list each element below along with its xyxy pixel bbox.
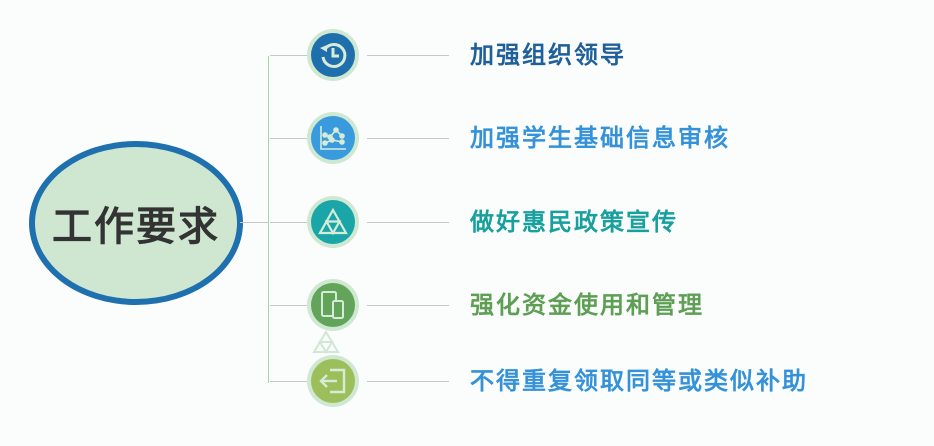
sign-in-icon (311, 359, 355, 403)
branch-label: 做好惠民政策宣传 (470, 208, 678, 236)
line-chart-icon (311, 116, 355, 160)
icon-badge (307, 112, 359, 164)
connector (270, 138, 308, 139)
branch-label: 强化资金使用和管理 (470, 291, 704, 319)
icon-badge (307, 355, 359, 407)
central-node: 工作要求 (29, 141, 243, 305)
icon-badge (307, 196, 359, 248)
branch-line (268, 56, 269, 383)
connector (270, 381, 308, 382)
central-title: 工作要求 (52, 204, 220, 250)
connector (270, 222, 308, 223)
connector (367, 381, 449, 382)
branch-label: 不得重复领取同等或类似补助 (470, 367, 808, 395)
connector (367, 138, 449, 139)
branch-label: 加强组织领导 (470, 41, 626, 69)
connector (240, 222, 268, 223)
connector (367, 222, 449, 223)
connector (270, 305, 308, 306)
branch-label: 加强学生基础信息审核 (470, 124, 730, 152)
history-icon (311, 33, 355, 77)
icon-badge (307, 279, 359, 331)
devices-icon (311, 283, 355, 327)
connector (270, 55, 308, 56)
triangle-decoration-icon (312, 330, 340, 354)
triangle-icon (311, 200, 355, 244)
connector (367, 55, 449, 56)
connector (367, 305, 449, 306)
icon-badge (307, 29, 359, 81)
